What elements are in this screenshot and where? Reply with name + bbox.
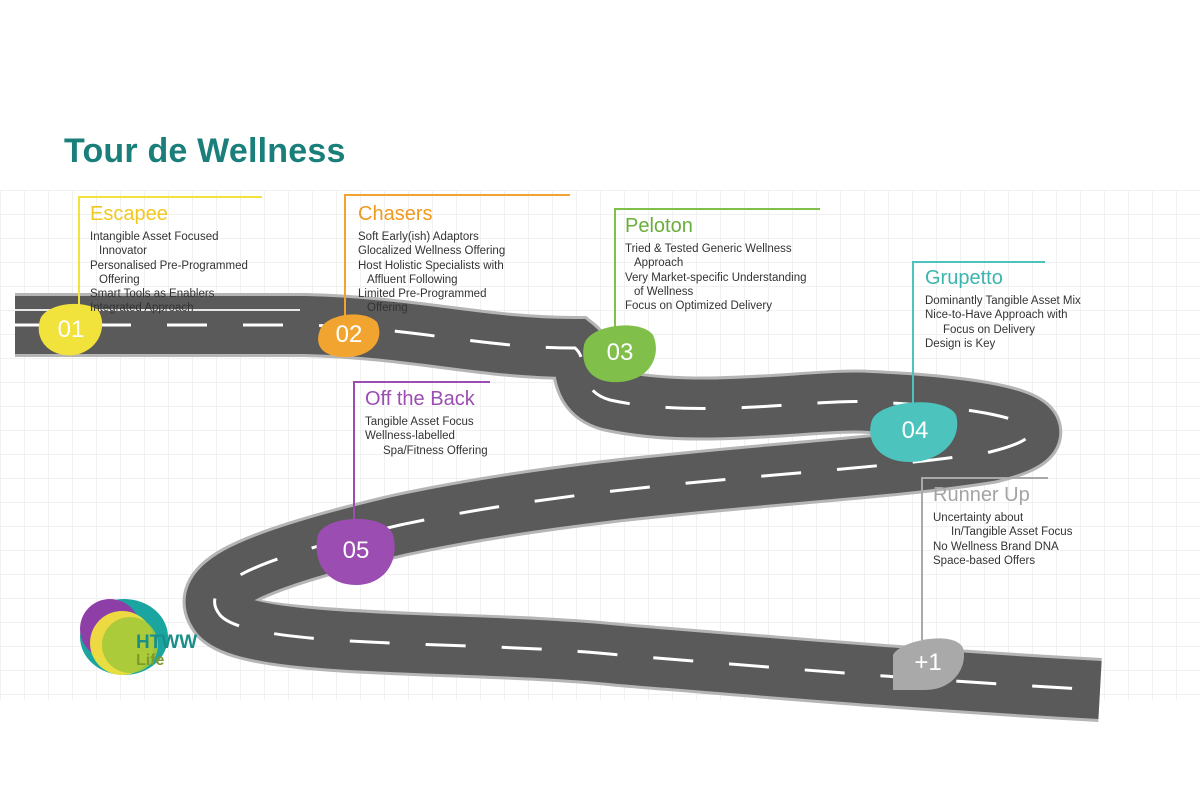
chasers-item: Soft Early(ish) Adaptors bbox=[358, 231, 479, 243]
marker-plus1: +1 bbox=[895, 640, 961, 685]
peloton-guide-line bbox=[614, 208, 820, 330]
marker-04: 04 bbox=[872, 402, 958, 460]
marker-05: 05 bbox=[318, 518, 394, 584]
peloton-heading: Peloton bbox=[625, 215, 693, 237]
marker-02: 02 bbox=[318, 312, 380, 358]
marker-04-shape bbox=[870, 402, 958, 462]
callout-off-the-back: Off the Back Tangible Asset Focus Wellne… bbox=[365, 388, 488, 458]
escapee-heading: Escapee bbox=[90, 203, 168, 225]
grupetto-items: Dominantly Tangible Asset Mix Nice-to-Ha… bbox=[925, 294, 1081, 351]
marker-plus1-shape bbox=[893, 638, 965, 690]
marker-05-shape bbox=[316, 518, 395, 585]
chasers-item: Glocalized Wellness Offering bbox=[358, 245, 506, 258]
runner-up-guide-line bbox=[921, 477, 1048, 640]
brand-name: HTWW bbox=[136, 632, 198, 653]
peloton-item: Focus on Optimized Delivery bbox=[625, 300, 772, 313]
marker-04-label: 04 bbox=[901, 417, 929, 444]
marker-plus1-label: +1 bbox=[914, 648, 942, 676]
off-the-back-guide-line bbox=[353, 381, 490, 520]
brand-sub: Life bbox=[136, 652, 165, 669]
htww-logo-icon bbox=[80, 599, 168, 675]
escapee-guide-line bbox=[78, 196, 262, 312]
runner-up-heading: Runner Up bbox=[933, 484, 1030, 506]
runner-up-item: Space-based Offers bbox=[933, 554, 1036, 567]
grupetto-heading: Grupetto bbox=[925, 267, 1003, 289]
chasers-heading: Chasers bbox=[358, 203, 433, 225]
marker-02-shape bbox=[318, 314, 380, 358]
callout-chasers: Chasers Soft Early(ish) Adaptors Glocali… bbox=[358, 203, 505, 316]
off-the-back-item: Tangible Asset Focus bbox=[365, 416, 474, 428]
brand-wordmark: HTWW Life bbox=[136, 632, 198, 670]
marker-01-shape bbox=[38, 303, 103, 356]
marker-03-shape bbox=[583, 325, 656, 383]
off-the-back-heading: Off the Back bbox=[365, 388, 475, 410]
marker-02-label: 02 bbox=[335, 321, 363, 348]
runner-up-item: No Wellness Brand DNA bbox=[933, 540, 1059, 553]
road-lane-markings bbox=[15, 323, 1101, 692]
callout-grupetto: Grupetto Dominantly Tangible Asset Mix N… bbox=[925, 267, 1081, 351]
escapee-item: Integrated Approach bbox=[90, 302, 194, 315]
marker-01: 01 bbox=[40, 305, 102, 355]
grupetto-item: Dominantly Tangible Asset Mix bbox=[925, 295, 1081, 307]
escapee-item: Smart Tools as Enablers bbox=[90, 288, 215, 301]
marker-05-label: 05 bbox=[342, 537, 370, 564]
marker-03: 03 bbox=[586, 325, 654, 381]
chasers-guide-line bbox=[344, 194, 570, 322]
marker-01-label: 01 bbox=[57, 316, 85, 343]
chasers-items: Soft Early(ish) Adaptors Glocalized Well… bbox=[358, 230, 505, 316]
grupetto-guide-line bbox=[912, 261, 1045, 405]
page-title: Tour de Wellness bbox=[64, 132, 346, 170]
grupetto-item: Design is Key bbox=[925, 337, 996, 350]
marker-03-label: 03 bbox=[606, 339, 634, 366]
